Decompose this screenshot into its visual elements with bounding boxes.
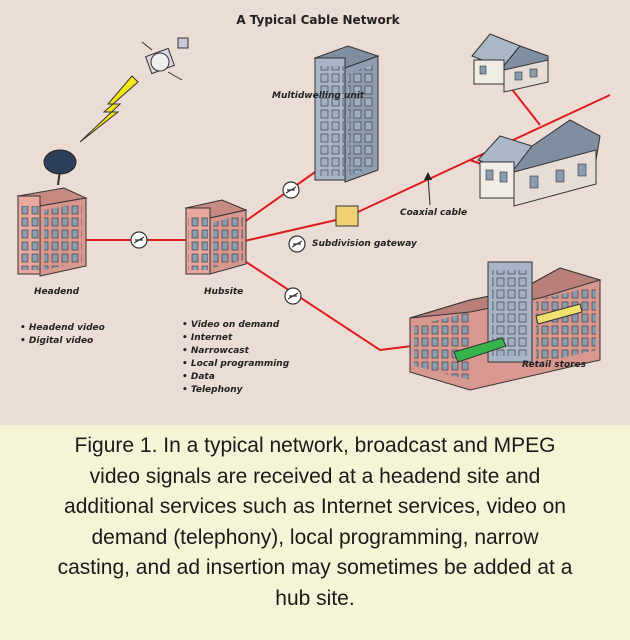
splitter-icon xyxy=(284,287,302,305)
splitter-icon xyxy=(282,181,300,199)
satellite-icon xyxy=(141,37,189,81)
label-headend: Headend xyxy=(34,287,80,297)
caption-line: hub site. xyxy=(275,586,355,610)
network-illustration: A Typical Cable Network xyxy=(16,13,611,395)
headend-item: • Digital video xyxy=(20,336,93,346)
headend-list: • Headend video • Digital video xyxy=(20,323,105,346)
hubsite-building xyxy=(184,199,248,275)
hubsite-item: • Data xyxy=(182,372,215,382)
retail-building xyxy=(409,261,602,391)
hubsite-item: • Narrowcast xyxy=(182,346,250,356)
house-middle xyxy=(477,119,601,207)
caption-line: demand (telephony), local programming, n… xyxy=(91,525,539,549)
hubsite-list: • Video on demand • Internet • Narrowcas… xyxy=(182,320,290,395)
hubsite-item: • Telephony xyxy=(182,385,244,395)
coax-pointer xyxy=(427,175,431,206)
hubsite-item: • Local programming xyxy=(182,359,290,369)
label-coax: Coaxial cable xyxy=(400,208,467,218)
splitter-icon xyxy=(288,235,306,253)
label-retail: Retail stores xyxy=(522,360,587,370)
figure-caption: Figure 1. In a typical network, broadcas… xyxy=(0,425,630,640)
label-hubsite: Hubsite xyxy=(204,287,243,297)
caption-line: casting, and ad insertion may sometimes … xyxy=(57,556,573,579)
lightning-icon xyxy=(79,75,139,143)
label-gateway: Subdivision gateway xyxy=(312,239,418,249)
cable-lines xyxy=(82,73,611,352)
caption-line: video signals are received at a headend … xyxy=(89,464,541,488)
splitter-icon xyxy=(130,231,148,249)
headend-building xyxy=(16,149,88,277)
label-mdu: Multidwelling unit xyxy=(272,91,365,101)
caption-line: additional services such as Internet ser… xyxy=(64,495,566,518)
gateway-box xyxy=(335,205,359,227)
splitter-icons xyxy=(130,181,306,305)
hubsite-item: • Video on demand xyxy=(182,320,280,330)
caption-text: Figure 1. In a typical network, broadcas… xyxy=(10,431,620,614)
diagram-title: A Typical Cable Network xyxy=(236,13,400,27)
multidwelling-building xyxy=(313,45,380,183)
house-top xyxy=(471,33,549,93)
caption-line: Figure 1. In a typical network, broadcas… xyxy=(74,434,556,457)
hubsite-item: • Internet xyxy=(182,333,233,343)
headend-item: • Headend video xyxy=(20,323,105,333)
cable-network-diagram: A Typical Cable Network xyxy=(0,0,630,425)
